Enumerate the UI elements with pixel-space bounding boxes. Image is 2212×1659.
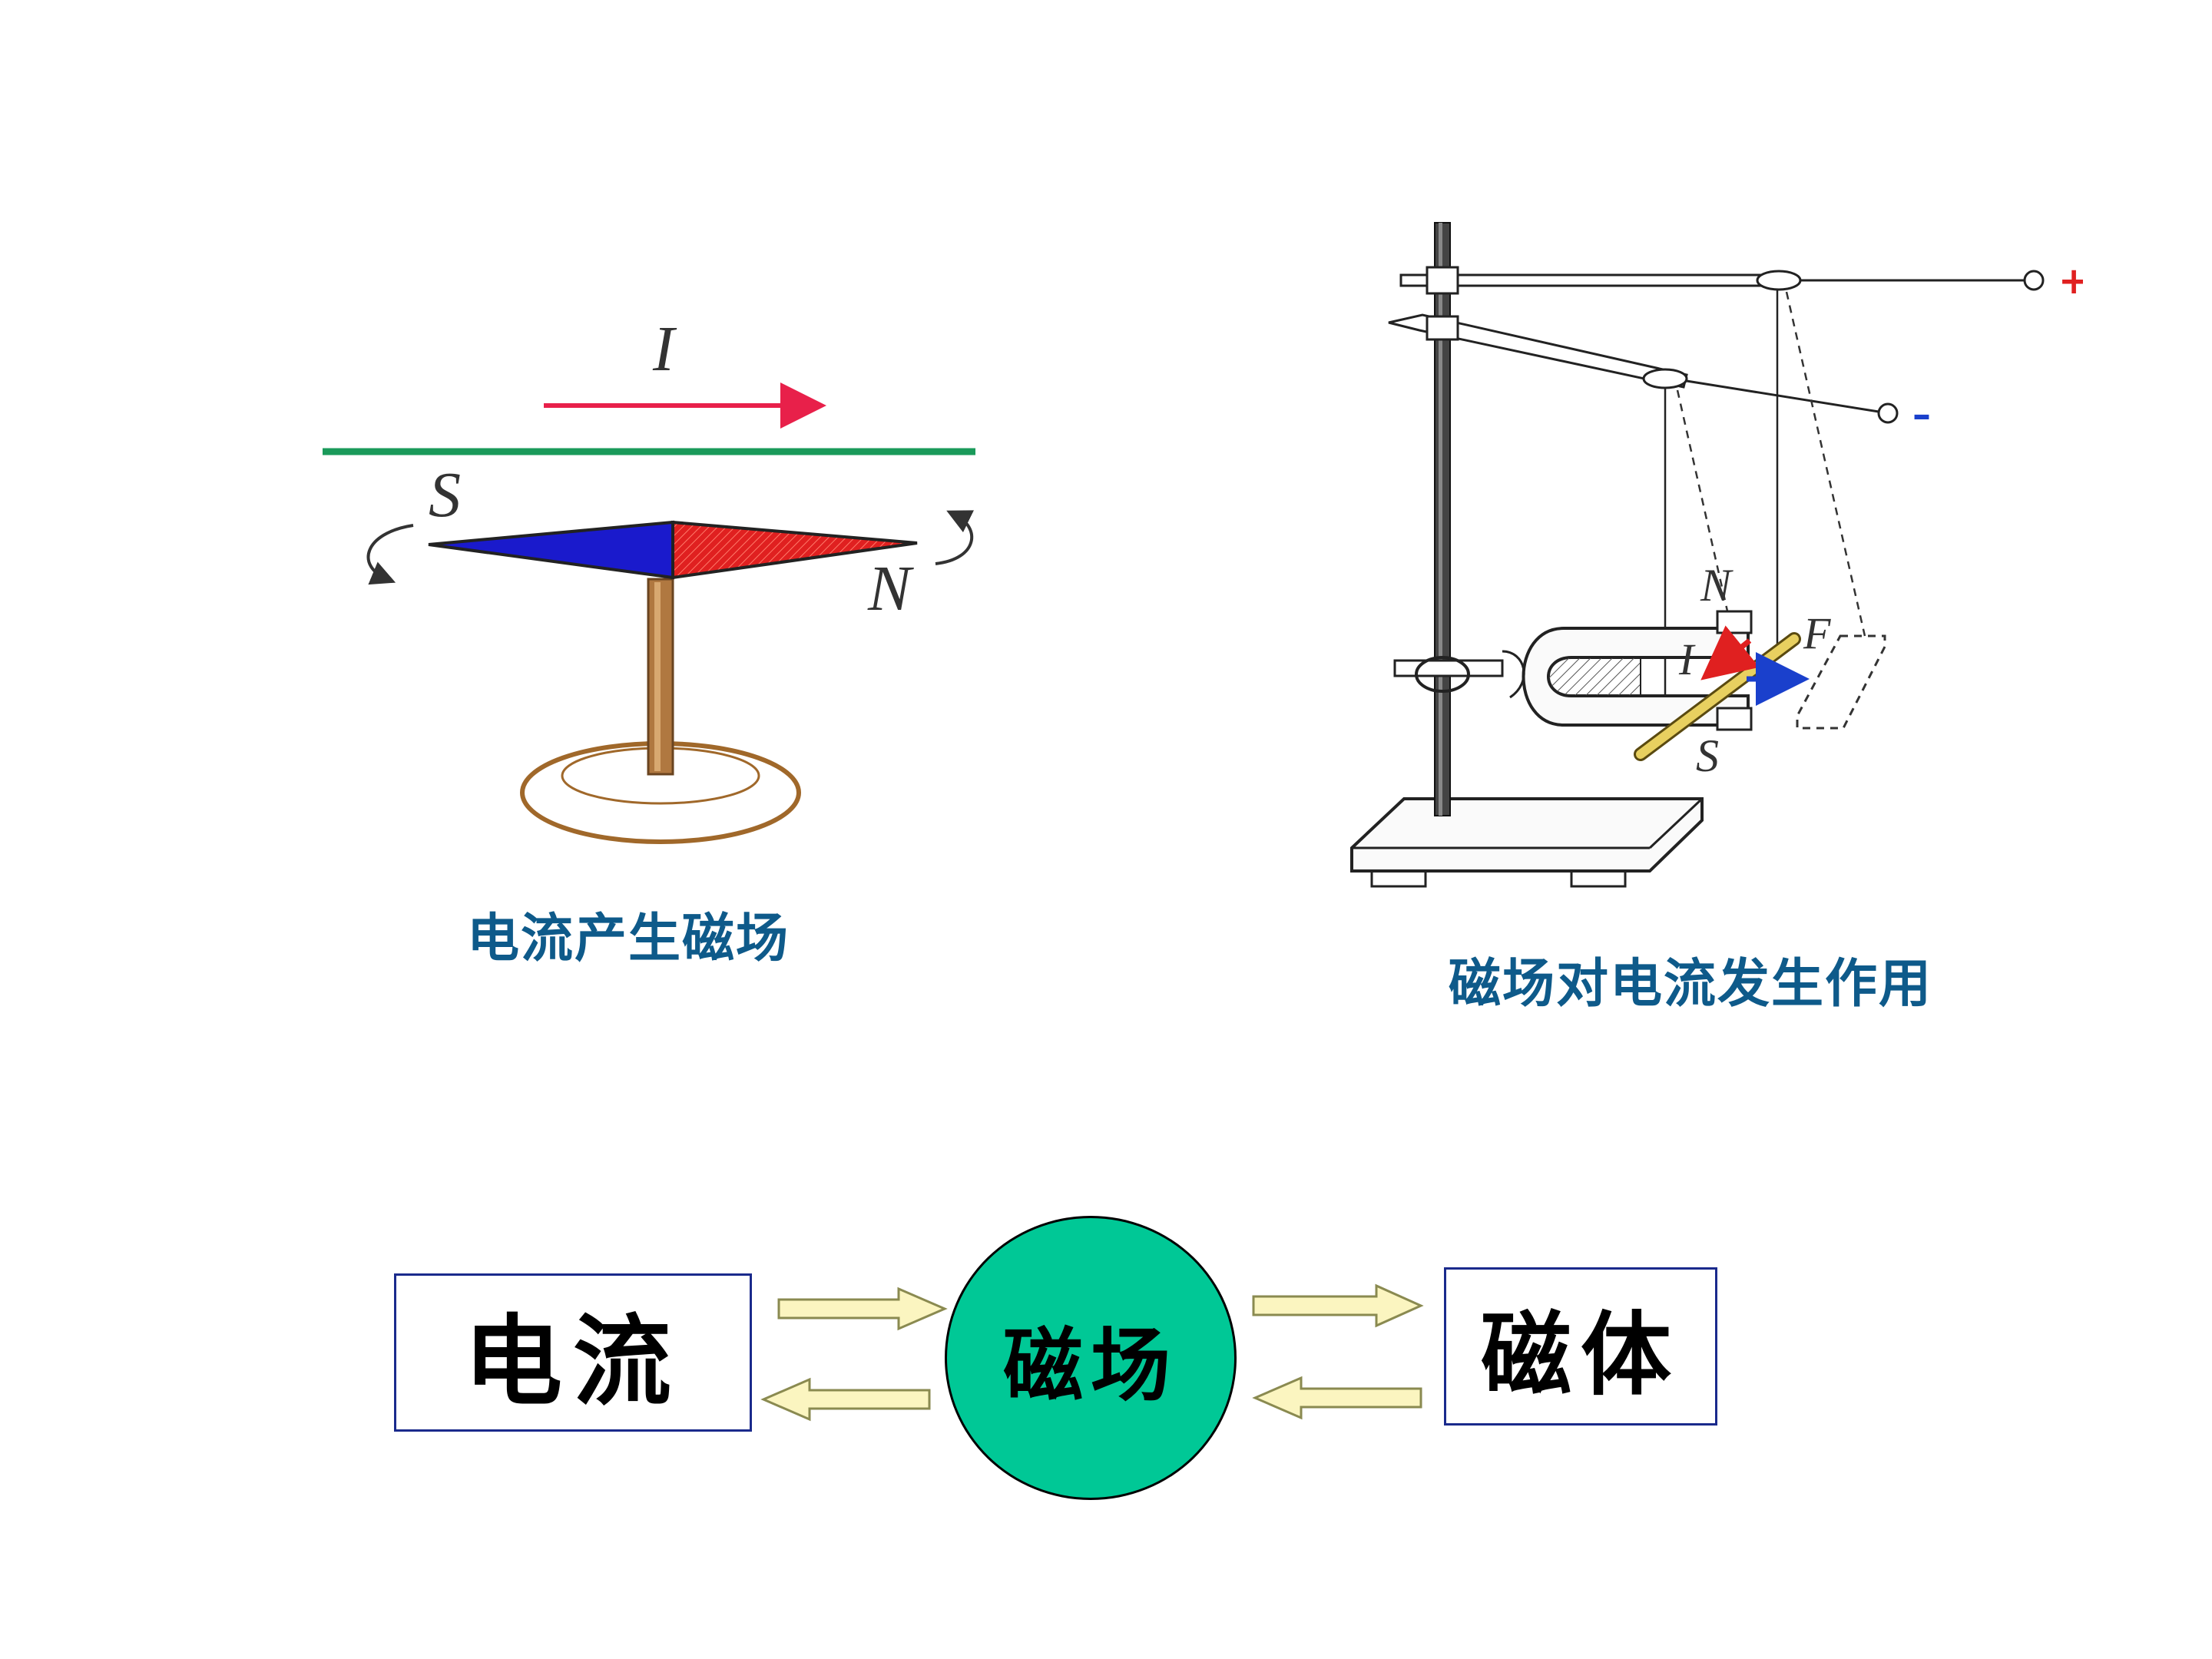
magnetic-field-label: 磁场 bbox=[1002, 1317, 1178, 1412]
ampere-force-illustration: + – N S I F bbox=[1350, 222, 2083, 888]
arrow-field-to-magnet bbox=[1252, 1283, 1424, 1328]
current-label: I bbox=[652, 313, 677, 385]
magnetic-field-circle: 磁场 bbox=[945, 1216, 1237, 1500]
right-caption: 磁场对电流发生作用 bbox=[1449, 954, 1933, 1015]
magnet-box-label: 磁体 bbox=[1480, 1300, 1681, 1408]
rod-current-arrow bbox=[1700, 625, 1760, 680]
magnet-north-label: N bbox=[1700, 560, 1734, 611]
oersted-illustration: I S N bbox=[323, 313, 975, 844]
south-pole-label: S bbox=[429, 459, 461, 531]
force-on-current-panel: + – N S I F bbox=[1257, 144, 2083, 1072]
rotation-arrow-right bbox=[935, 510, 974, 565]
rod-current-label: I bbox=[1678, 634, 1696, 684]
negative-terminal-label: – bbox=[1912, 393, 1931, 436]
current-box-label: 电流 bbox=[463, 1303, 682, 1419]
stand-base-plate bbox=[1350, 797, 1704, 873]
rotation-arrow-left bbox=[366, 524, 414, 585]
oersted-experiment-panel: I S N bbox=[190, 263, 1118, 1061]
left-caption: 电流产生磁场 bbox=[467, 909, 790, 969]
force-label: F bbox=[1803, 608, 1831, 658]
magnet-south-label: S bbox=[1696, 730, 1719, 781]
arrow-current-to-field bbox=[777, 1286, 948, 1331]
arrow-field-to-current bbox=[760, 1377, 931, 1422]
current-box: 电流 bbox=[394, 1273, 752, 1432]
magnet-box: 磁体 bbox=[1444, 1267, 1717, 1426]
north-pole-label: N bbox=[867, 553, 914, 624]
arrow-magnet-to-field bbox=[1252, 1376, 1422, 1420]
positive-terminal-label: + bbox=[2058, 260, 2083, 303]
